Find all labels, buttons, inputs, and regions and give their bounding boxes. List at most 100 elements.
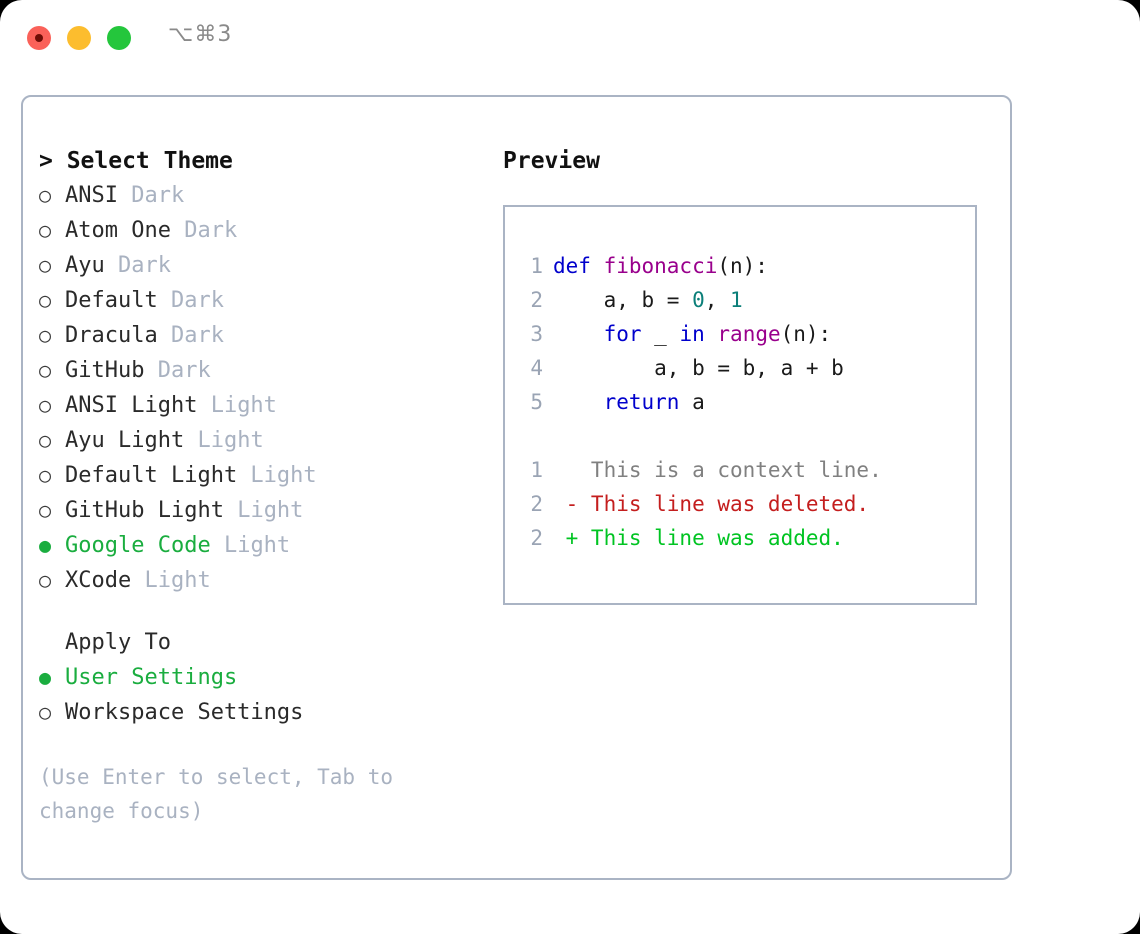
code-token: a, b =	[553, 288, 693, 312]
theme-option-google-code[interactable]: ● Google Code Light	[39, 528, 479, 563]
theme-option-label: Ayu	[65, 253, 105, 278]
diff-text: + This line was added.	[553, 526, 844, 550]
diff-text: - This line was deleted.	[553, 492, 870, 516]
diff-line: 2 - This line was deleted.	[517, 487, 969, 521]
select-theme-heading: > Select Theme	[39, 148, 233, 174]
line-number: 1	[530, 254, 543, 278]
theme-option-label: ANSI Light	[65, 393, 198, 418]
theme-option-default[interactable]: ○Default Dark	[39, 283, 479, 318]
radio-unselected-icon: ○	[39, 568, 52, 592]
code-line: 5 return a	[517, 385, 969, 419]
line-number: 2	[530, 492, 543, 516]
keyboard-hint-text: (Use Enter to select, Tab to change focu…	[39, 765, 394, 823]
spacer	[517, 419, 969, 453]
diff-text: This is a context line.	[553, 458, 882, 482]
code-line: 3 for _ in range(n):	[517, 317, 969, 351]
code-token: for	[603, 322, 642, 346]
theme-option-label: Dracula	[65, 323, 158, 348]
theme-option-ayu-light[interactable]: ○ Ayu Light Light	[39, 423, 479, 458]
theme-option-ansi[interactable]: ○ANSI Dark	[39, 178, 479, 213]
apply-to-option-label: User Settings	[65, 665, 238, 690]
theme-option-label: Default	[65, 288, 158, 313]
theme-option-tag: Dark	[144, 358, 211, 383]
theme-option-label: Ayu Light	[65, 428, 185, 453]
close-icon[interactable]	[27, 26, 51, 50]
code-token: (n):	[780, 322, 832, 346]
code-token: _	[641, 322, 680, 346]
code-token: range	[717, 322, 781, 346]
code-token	[553, 322, 604, 346]
theme-option-label: GitHub Light	[65, 498, 224, 523]
apply-to-option-user-settings[interactable]: ● User Settings	[39, 660, 479, 695]
theme-option-tag: Dark	[170, 218, 238, 243]
line-number: 2	[530, 526, 543, 550]
apply-to-option-label: Workspace Settings	[65, 700, 304, 725]
theme-picker-dialog: > Select Theme ○ANSI Dark○Atom One Dark○…	[21, 95, 1012, 880]
theme-option-tag: Light	[223, 498, 304, 523]
radio-selected-icon: ●	[39, 665, 52, 689]
radio-unselected-icon: ○	[39, 183, 52, 207]
apply-to-heading: Apply To	[65, 630, 171, 655]
theme-option-tag: Light	[210, 533, 291, 558]
code-token: in	[679, 322, 705, 346]
apply-to-option-workspace-settings[interactable]: ○ Workspace Settings	[39, 695, 479, 730]
theme-option-ansi-light[interactable]: ○ ANSI Light Light	[39, 388, 479, 423]
theme-option-label: GitHub	[65, 358, 145, 383]
radio-unselected-icon: ○	[39, 428, 52, 452]
radio-unselected-icon: ○	[39, 463, 52, 487]
diff-lines: 1 This is a context line.2 - This line w…	[517, 453, 969, 555]
maximize-icon[interactable]	[107, 26, 131, 50]
code-token: 1	[730, 288, 743, 312]
theme-option-atom-one[interactable]: ○ Atom One Dark	[39, 213, 479, 248]
theme-option-label: Google Code	[65, 533, 211, 558]
theme-option-tag: Light	[237, 463, 317, 488]
keyboard-shortcut-label: ⌥⌘3	[168, 22, 233, 47]
line-number: 4	[530, 356, 543, 380]
minimize-icon[interactable]	[67, 26, 91, 50]
theme-option-xcode[interactable]: ○XCode Light	[39, 563, 479, 598]
diff-line: 1 This is a context line.	[517, 453, 969, 487]
theme-option-default-light[interactable]: ○Default Light Light	[39, 458, 479, 493]
code-line: 2 a, b = 0, 1	[517, 283, 969, 317]
preview-heading: Preview	[503, 148, 600, 174]
code-token: (n):	[717, 254, 768, 278]
line-number: 2	[530, 288, 543, 312]
theme-option-tag: Dark	[157, 323, 224, 348]
theme-option-dracula[interactable]: ○Dracula Dark	[39, 318, 479, 353]
radio-selected-icon: ●	[39, 533, 52, 557]
theme-option-tag: Light	[184, 428, 264, 453]
code-token: a	[679, 390, 705, 414]
code-token	[553, 390, 604, 414]
radio-unselected-icon: ○	[39, 393, 52, 417]
theme-option-list: ○ANSI Dark○Atom One Dark○Ayu Dark○Defaul…	[39, 178, 479, 598]
spacer	[39, 598, 479, 626]
theme-option-tag: Dark	[117, 183, 185, 208]
code-token: return	[603, 390, 680, 414]
radio-unselected-icon: ○	[39, 700, 52, 724]
code-line: 4 a, b = b, a + b	[517, 351, 969, 385]
code-token	[705, 322, 718, 346]
theme-option-tag: Light	[197, 393, 277, 418]
line-number: 1	[530, 458, 543, 482]
theme-selection-panel: > Select Theme ○ANSI Dark○Atom One Dark○…	[39, 144, 479, 828]
theme-option-label: Atom One	[65, 218, 171, 243]
theme-option-label: XCode	[65, 568, 132, 593]
radio-unselected-icon: ○	[39, 253, 52, 277]
titlebar: ⌥⌘3	[0, 0, 1140, 80]
radio-unselected-icon: ○	[39, 498, 52, 522]
diff-line: 2 + This line was added.	[517, 521, 969, 555]
theme-option-tag: Dark	[104, 253, 171, 278]
code-token: def	[553, 254, 604, 278]
theme-option-github-light[interactable]: ○ GitHub Light Light	[39, 493, 479, 528]
theme-option-github[interactable]: ○GitHub Dark	[39, 353, 479, 388]
theme-option-ayu[interactable]: ○ Ayu Dark	[39, 248, 479, 283]
apply-to-option-list: ● User Settings ○ Workspace Settings	[39, 660, 479, 730]
line-number: 5	[530, 390, 543, 414]
radio-unselected-icon: ○	[39, 288, 52, 312]
radio-unselected-icon: ○	[39, 218, 52, 242]
